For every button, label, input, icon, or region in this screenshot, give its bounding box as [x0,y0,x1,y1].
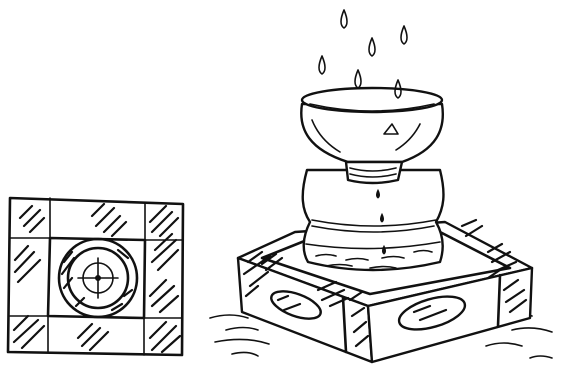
raindrops [319,10,407,98]
top-view-center-dot [96,276,101,281]
inner-drop-2 [381,214,384,222]
raindrop-4 [319,56,325,74]
raindrop-1 [341,10,347,28]
raindrop-5 [355,70,361,88]
perspective-view-drawing [210,10,552,362]
raindrop-2 [401,26,407,44]
bottle-neck [346,162,402,183]
inner-drop-1 [377,190,380,198]
raindrop-3 [369,38,375,56]
top-view-drawing [8,198,183,355]
bottle-funnel-rim [302,88,442,112]
inner-drop-3 [383,246,386,254]
